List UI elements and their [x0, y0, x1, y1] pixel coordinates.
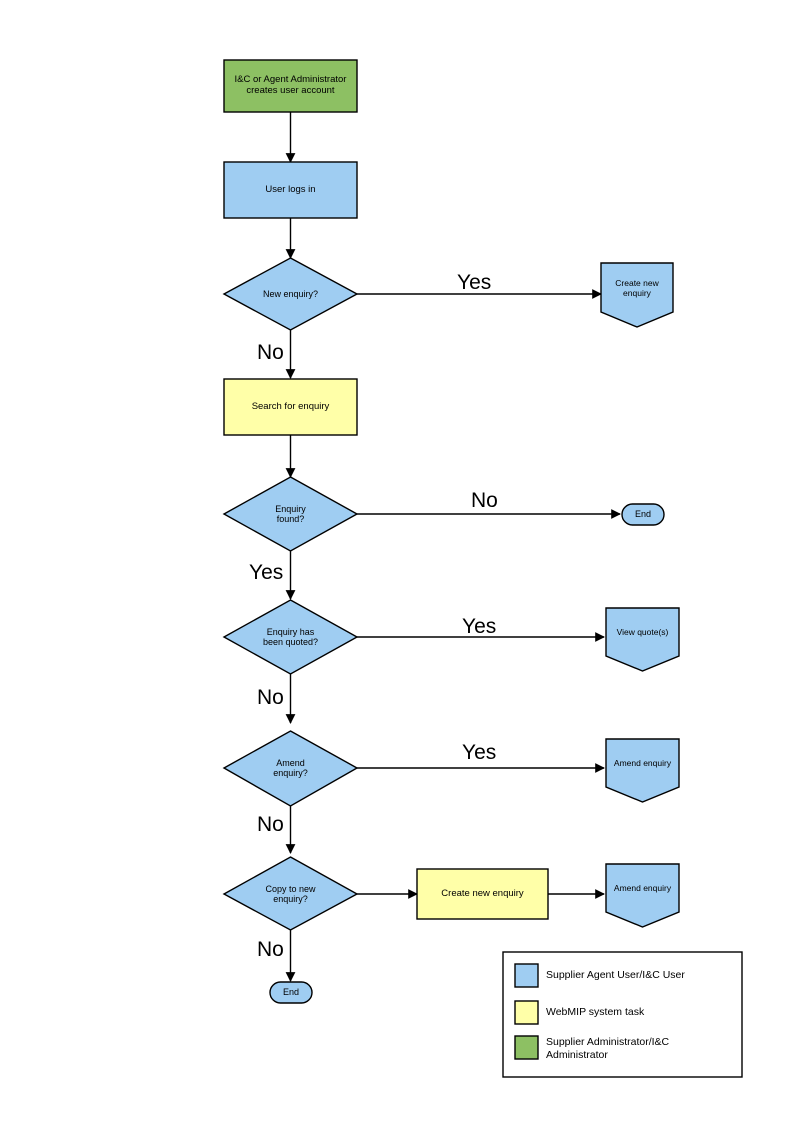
node-n7-shape[interactable]: [621, 503, 665, 526]
legend-box: [502, 951, 743, 1078]
node-n1-shape[interactable]: [223, 59, 358, 113]
node-n15-shape[interactable]: [269, 981, 313, 1004]
node-n13-shape[interactable]: [416, 868, 549, 920]
node-n2-shape[interactable]: [223, 161, 358, 219]
legend-swatch-2: [514, 1035, 539, 1060]
node-n14-shape[interactable]: [605, 863, 680, 928]
legend-swatch-1: [514, 1000, 539, 1025]
node-n11-shape[interactable]: [605, 738, 680, 803]
node-n4-shape[interactable]: [600, 262, 674, 328]
node-n12-shape[interactable]: [222, 856, 359, 931]
connector-group: [285, 112, 621, 982]
node-n8-shape[interactable]: [222, 599, 359, 675]
node-n9-shape[interactable]: [605, 607, 680, 672]
node-n5-shape[interactable]: [223, 378, 358, 436]
node-n10-shape[interactable]: [222, 730, 359, 807]
node-n6-shape[interactable]: [222, 476, 359, 552]
node-n3-shape[interactable]: [222, 257, 359, 331]
legend-swatch-0: [514, 963, 539, 988]
